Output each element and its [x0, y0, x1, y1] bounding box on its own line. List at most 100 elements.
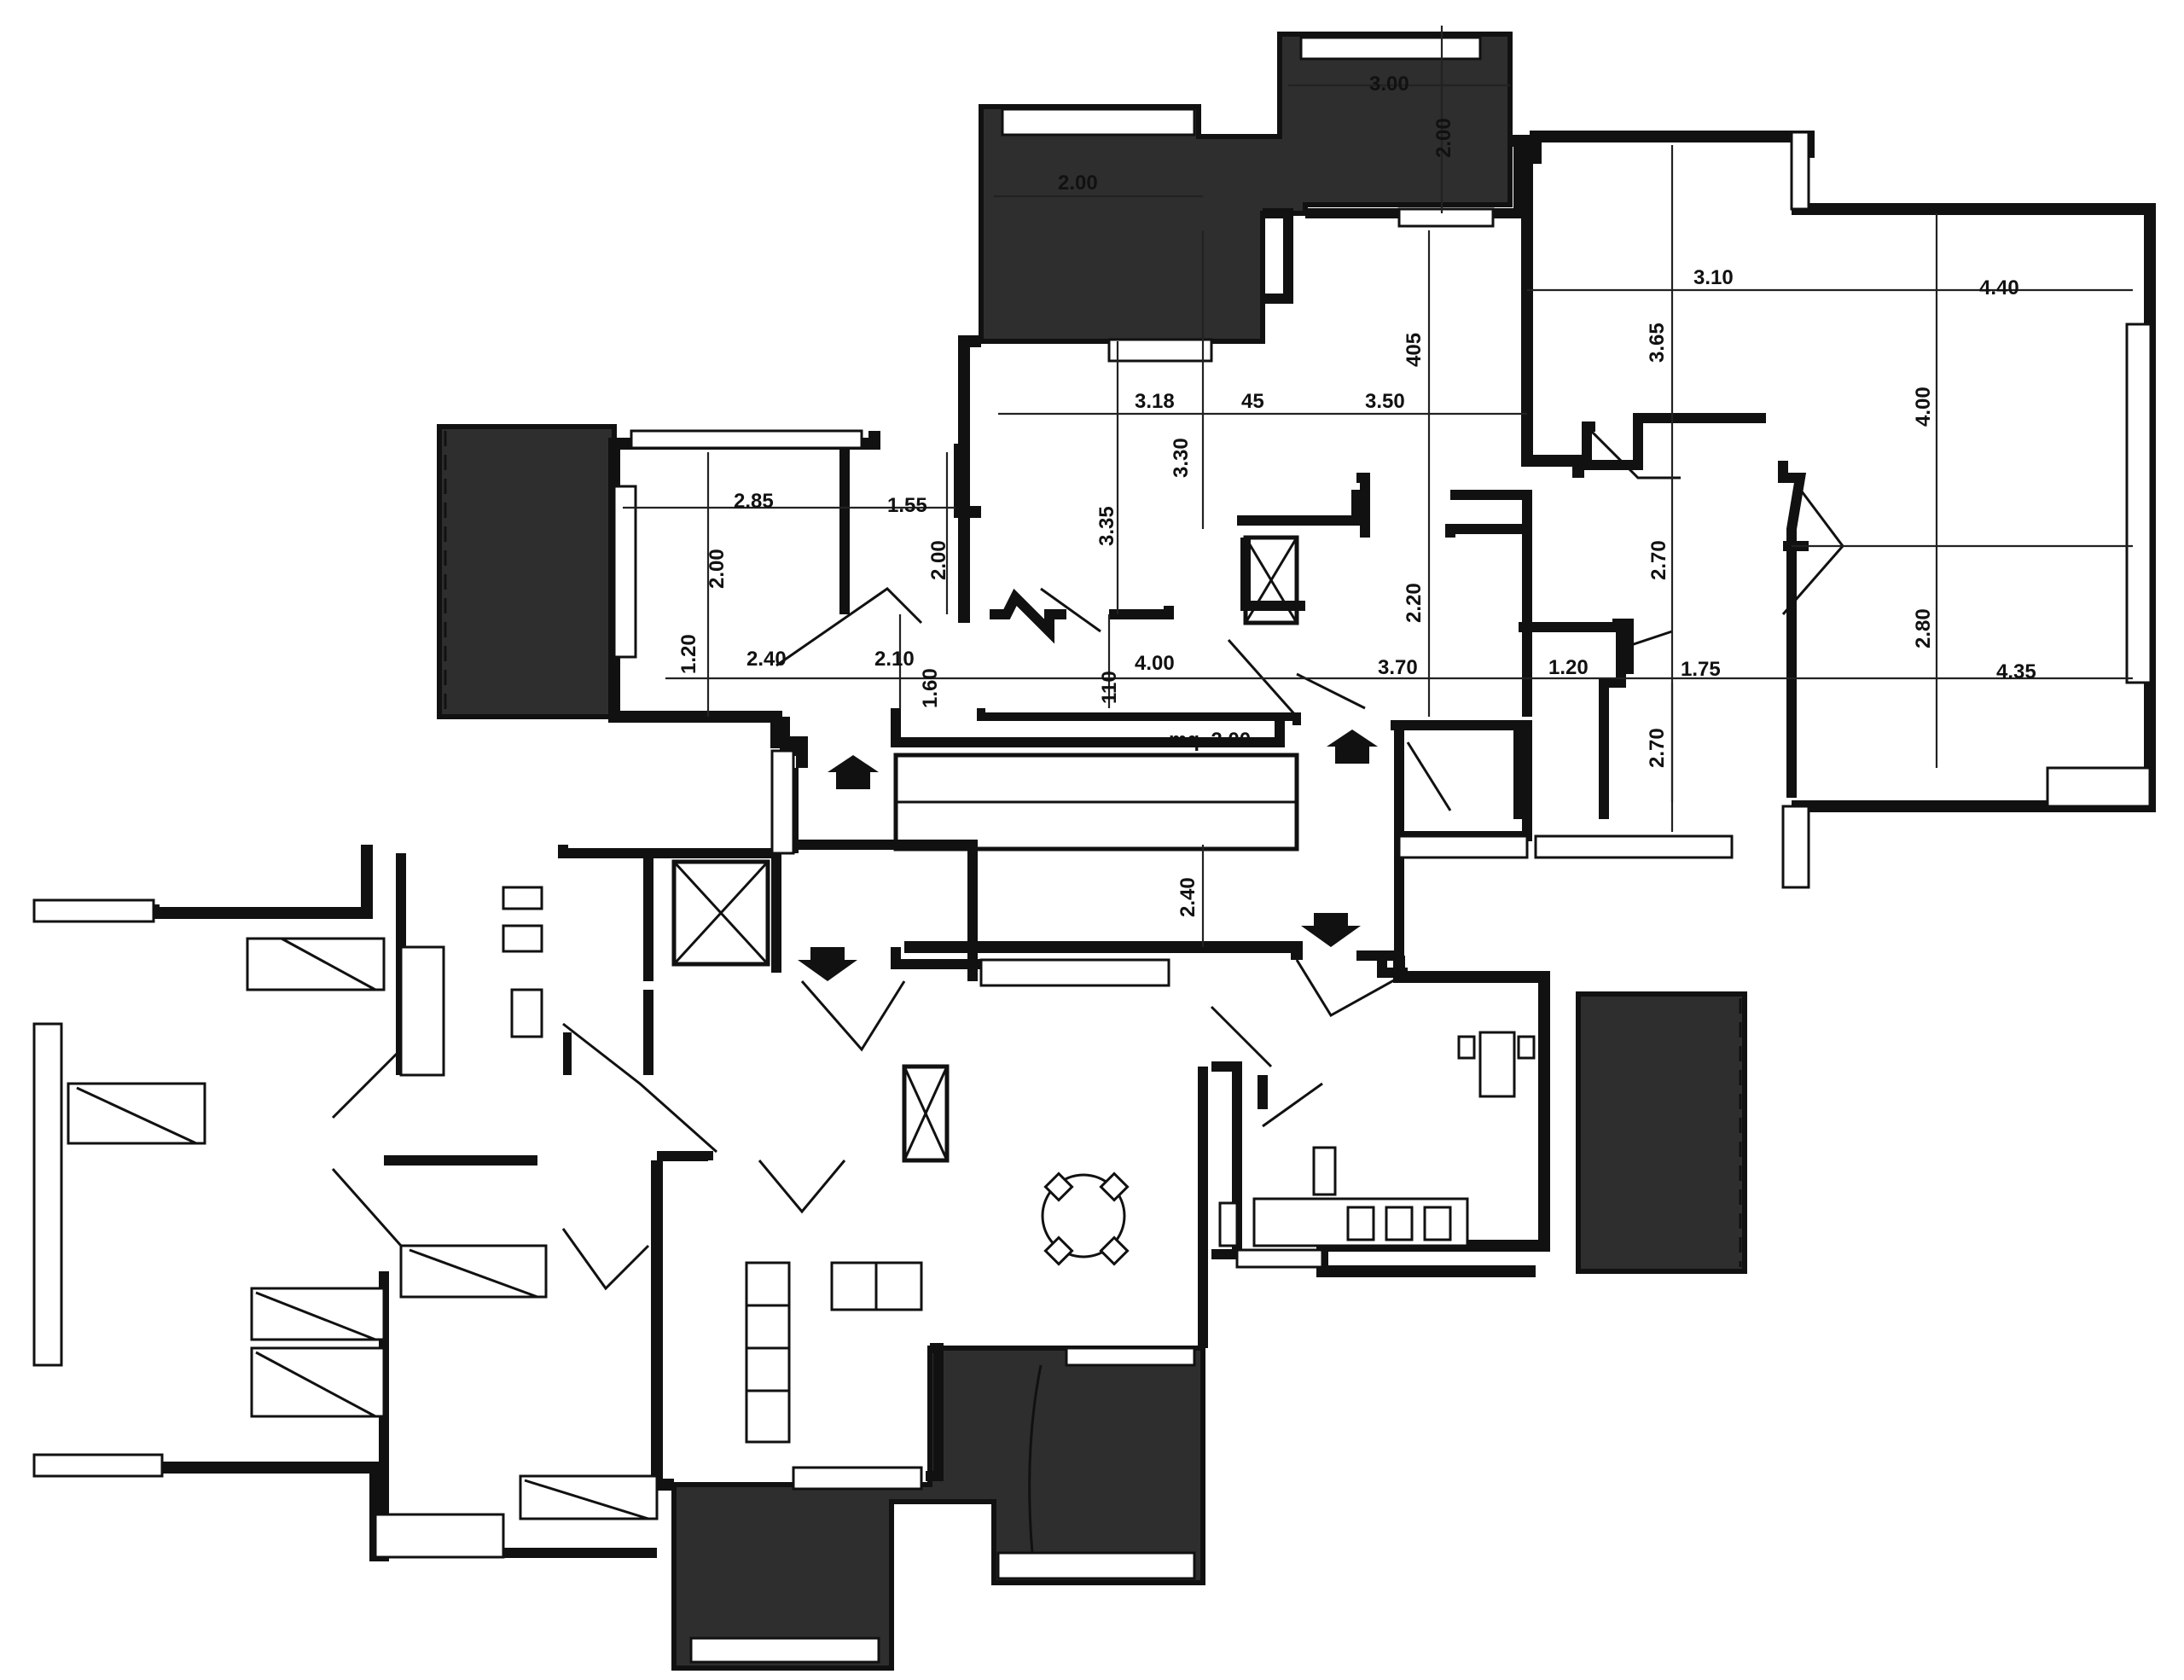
wall-left-wing: [148, 845, 373, 919]
window-right-top: [1790, 131, 1810, 211]
terrace-west: [437, 424, 617, 719]
dim-label: 3.00: [1369, 73, 1409, 96]
door-swing: [1620, 630, 1673, 650]
dim-label: 3.50: [1365, 390, 1405, 413]
window-right-bottom: [2046, 766, 2152, 808]
furniture: [67, 886, 1536, 1520]
dim-label: 2.20: [1403, 583, 1426, 623]
window-upper-mid: [1397, 834, 1529, 859]
door-swing: [331, 1168, 403, 1247]
door-swing: [1040, 587, 1101, 633]
dining-chair: [1099, 1235, 1130, 1266]
wall-core-6: [891, 947, 990, 969]
door-swing: [775, 587, 923, 667]
arrow-down-icon: [1301, 913, 1361, 947]
dim-label: 1.20: [1548, 656, 1589, 679]
wall-core-2: [977, 708, 1301, 725]
window-lower-east: [1235, 1248, 1324, 1269]
kitchen-unit: [1423, 1206, 1452, 1241]
wall-lower-mid: [904, 941, 1303, 960]
shaft-lower-x2: [903, 1066, 949, 1161]
door-swing: [1296, 672, 1366, 710]
wall-upper-mid2: [1263, 208, 1293, 304]
bed-cover: [281, 937, 376, 991]
wall-upper-mid3: [1305, 141, 1524, 218]
window-right-side: [2125, 323, 2152, 684]
wall-core-4: [776, 840, 978, 981]
dim-label: 3.70: [1378, 656, 1418, 679]
dim-label: 3.35: [1095, 506, 1118, 546]
shaft-upper-x2: [1244, 537, 1298, 624]
wall-left-wing-4: [558, 845, 781, 973]
dim-label: 2.80: [1912, 608, 1935, 648]
dim-label: 2.70: [1647, 540, 1670, 580]
window-west: [613, 485, 637, 659]
window-right-bottom-2: [1781, 805, 1810, 889]
window-left-wing-bottom-2: [374, 1513, 505, 1559]
dim-label: 3.65: [1646, 323, 1669, 363]
window-left-wing-bottom: [32, 1453, 164, 1478]
kitchen-table: [1478, 1031, 1516, 1098]
bidet: [510, 988, 543, 1038]
arrow-up-icon: [1327, 730, 1378, 764]
door-swing: [561, 1228, 650, 1291]
dim-label: 2.70: [1646, 728, 1669, 768]
dining-chair: [1043, 1235, 1074, 1266]
elevator: [671, 859, 770, 967]
bed-cover: [255, 1291, 376, 1341]
window-left-wing-side: [32, 1022, 63, 1367]
terrace-east: [1576, 991, 1747, 1274]
dim-label: 4.35: [1996, 660, 2036, 683]
wall-upper-apt-6: [1356, 473, 1370, 538]
window-left-wing-top: [32, 898, 155, 923]
door-swing: [1262, 1082, 1323, 1128]
wall-lower-east-2: [1211, 1061, 1242, 1259]
terraces: [437, 32, 1747, 1671]
dim-label: 405: [1403, 333, 1426, 367]
shafts: [671, 535, 1299, 1163]
wall-upper-right-block: [1510, 135, 1584, 478]
wall-upper-apt-7: [1445, 524, 1532, 717]
kitchen-unit: [1385, 1206, 1414, 1241]
entrance-arrows: [798, 730, 1378, 981]
bed-cover: [255, 1351, 376, 1418]
windows: [32, 131, 2152, 1559]
window-core-left: [770, 749, 795, 855]
window-lower-left: [792, 1466, 923, 1491]
door-swing: [1406, 741, 1452, 811]
dim-label: 4.00: [1135, 652, 1175, 675]
bed-cover: [76, 1086, 197, 1145]
bed: [250, 1346, 386, 1418]
bathroom-sink-2: [1312, 1146, 1337, 1196]
dining-chair: [1099, 1171, 1130, 1202]
dim-label: 2.10: [874, 648, 915, 671]
wall-upper-apt-3: [990, 588, 1066, 644]
window-terrace-3: [996, 1551, 1196, 1580]
wall-lower-left: [651, 1160, 674, 1491]
wall-core-top: [780, 717, 802, 756]
wall-upper-apt-4: [1109, 606, 1174, 619]
dim-label: 2.00: [927, 540, 950, 580]
wall-upper-apt-8: [1582, 413, 1766, 470]
wall-upper-apt-11: [1612, 619, 1634, 674]
sink: [502, 886, 543, 910]
terrace-bottom: [671, 1346, 1205, 1671]
shaft-lower: [902, 1064, 950, 1163]
shaft-upper: [1243, 535, 1299, 625]
staircase: [893, 753, 1299, 852]
dining-chair: [1043, 1171, 1074, 1202]
wall-core-1: [891, 708, 1285, 747]
dim-label: 1.20: [677, 634, 700, 674]
window-upper-mid-2: [1534, 834, 1734, 859]
window-west-2: [630, 429, 863, 450]
door-swing: [1210, 1005, 1273, 1068]
door-swing: [1295, 959, 1409, 1018]
kitchen-chair: [1517, 1035, 1536, 1060]
bathtub: [399, 945, 445, 1077]
bed-cover: [524, 1479, 649, 1520]
window-lower-left-2: [1065, 1346, 1196, 1367]
door-swing: [562, 1022, 717, 1154]
dim-label: 2.40: [1176, 877, 1199, 917]
dimension-lines: [623, 26, 2133, 947]
kitchen-chair: [1457, 1035, 1476, 1060]
